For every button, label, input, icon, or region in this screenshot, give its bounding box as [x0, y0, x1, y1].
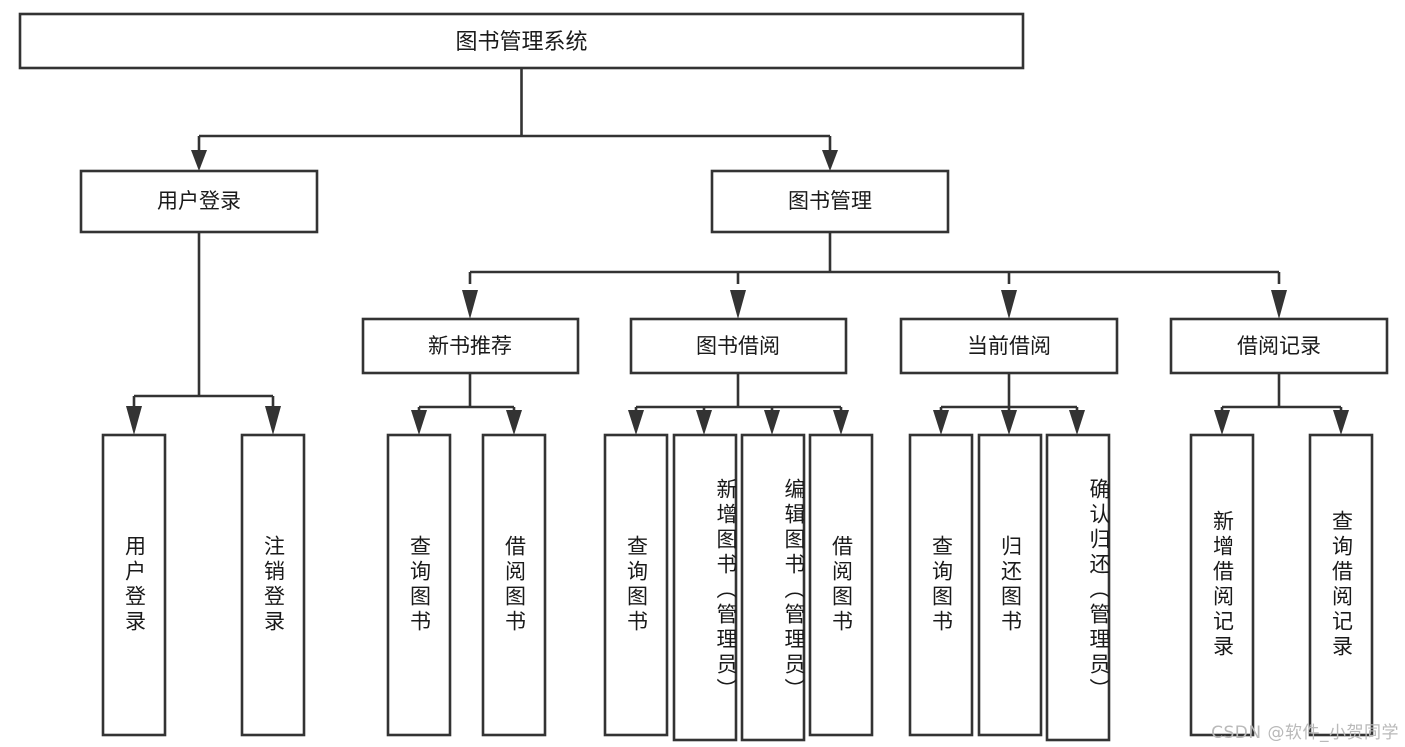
- node-book-manage[interactable]: 图书管理: [710, 169, 950, 234]
- node-leaf-query-book-1-box[interactable]: [386, 433, 452, 737]
- arrow-head-leaf-user-logout: [265, 406, 281, 435]
- node-leaf-add-book-box[interactable]: [672, 433, 738, 742]
- node-leaf-add-record-box[interactable]: [1189, 433, 1255, 737]
- node-leaf-confirm-return-box[interactable]: [1045, 433, 1111, 742]
- node-current-borrow-box[interactable]: [899, 317, 1119, 375]
- node-leaf-query-book-2-box[interactable]: [603, 433, 669, 737]
- node-leaf-borrow-book-1-box[interactable]: [481, 433, 547, 737]
- node-leaf-user-logout-label: 注销登录: [261, 535, 286, 635]
- node-leaf-borrow-book-1-label: 借阅图书: [502, 535, 527, 635]
- node-leaf-user-logout-box[interactable]: [240, 433, 306, 737]
- node-new-book-rec[interactable]: 新书推荐: [361, 317, 580, 375]
- node-leaf-return-book[interactable]: 归还图书: [977, 433, 1043, 737]
- node-book-borrow[interactable]: 图书借阅: [629, 317, 848, 375]
- node-current-borrow[interactable]: 当前借阅: [899, 317, 1119, 375]
- node-leaf-add-book-label: 新增图书（管理员）: [714, 478, 736, 703]
- node-leaf-borrow-book-2-box[interactable]: [808, 433, 874, 737]
- node-leaf-confirm-return-label: 确认归还（管理员）: [1087, 478, 1109, 703]
- node-book-borrow-box[interactable]: [629, 317, 848, 375]
- node-leaf-borrow-book-1[interactable]: 借阅图书: [481, 433, 547, 737]
- node-leaf-confirm-return[interactable]: 确认归还（管理员）: [1045, 433, 1111, 742]
- node-new-book-rec-box[interactable]: [361, 317, 580, 375]
- leaf-nodes-layer: 用户登录 注销登录 查询图书 借阅图书 查询图书: [101, 433, 1374, 742]
- connector-layer: [126, 68, 1349, 435]
- node-root-box[interactable]: [18, 12, 1025, 70]
- arrow-head-new-book-rec: [462, 290, 478, 319]
- node-leaf-return-book-box[interactable]: [977, 433, 1043, 737]
- node-leaf-query-book-2[interactable]: 查询图书: [603, 433, 669, 737]
- arrow-head-leaf-add-record: [1214, 410, 1230, 435]
- node-borrow-record-label: 借阅记录: [1237, 334, 1321, 358]
- node-new-book-rec-label: 新书推荐: [428, 334, 512, 358]
- node-borrow-record-box[interactable]: [1169, 317, 1389, 375]
- arrow-head-book-borrow: [730, 290, 746, 319]
- node-leaf-borrow-book-2-label: 借阅图书: [829, 535, 854, 635]
- node-leaf-edit-book-label: 编辑图书（管理员）: [782, 478, 804, 703]
- node-user-login-label: 用户登录: [157, 189, 241, 213]
- arrow-head-leaf-edit-book: [764, 410, 780, 435]
- node-user-login[interactable]: 用户登录: [79, 169, 319, 234]
- node-leaf-add-record-label: 新增借阅记录: [1210, 510, 1235, 660]
- node-root[interactable]: 图书管理系统: [18, 12, 1025, 70]
- node-current-borrow-label: 当前借阅: [967, 334, 1051, 358]
- arrow-head-leaf-query-book-1: [411, 410, 427, 435]
- node-leaf-user-login-label: 用户登录: [122, 535, 147, 635]
- node-leaf-query-book-1-label: 查询图书: [407, 535, 432, 635]
- node-leaf-borrow-book-2[interactable]: 借阅图书: [808, 433, 874, 737]
- arrow-head-leaf-borrow-book-1: [506, 410, 522, 435]
- arrow-head-leaf-confirm-return: [1069, 410, 1085, 435]
- node-leaf-query-book-3[interactable]: 查询图书: [908, 433, 974, 737]
- node-leaf-return-book-label: 归还图书: [998, 535, 1023, 635]
- node-leaf-user-login-box[interactable]: [101, 433, 167, 737]
- arrow-head-leaf-query-record: [1333, 410, 1349, 435]
- arrow-head-leaf-query-book-3: [933, 410, 949, 435]
- node-leaf-edit-book-box[interactable]: [740, 433, 806, 742]
- node-book-manage-label: 图书管理: [788, 189, 872, 213]
- node-leaf-query-record-box[interactable]: [1308, 433, 1374, 737]
- arrow-head-leaf-add-book: [696, 410, 712, 435]
- arrow-head-borrow-record: [1271, 290, 1287, 319]
- arrow-head-leaf-borrow-book-2: [833, 410, 849, 435]
- node-leaf-edit-book[interactable]: 编辑图书（管理员）: [740, 433, 806, 742]
- node-book-borrow-label: 图书借阅: [696, 334, 780, 358]
- node-borrow-record[interactable]: 借阅记录: [1169, 317, 1389, 375]
- node-leaf-user-login[interactable]: 用户登录: [101, 433, 167, 737]
- node-leaf-query-book-1[interactable]: 查询图书: [386, 433, 452, 737]
- arrow-head-current-borrow: [1001, 290, 1017, 319]
- node-leaf-add-record[interactable]: 新增借阅记录: [1189, 433, 1255, 737]
- arrow-head-leaf-user-login: [126, 406, 142, 435]
- node-leaf-query-book-2-label: 查询图书: [624, 535, 649, 635]
- arrow-head-leaf-query-book-2: [628, 410, 644, 435]
- node-leaf-query-record[interactable]: 查询借阅记录: [1308, 433, 1374, 737]
- node-leaf-user-logout[interactable]: 注销登录: [240, 433, 306, 737]
- node-leaf-query-book-3-box[interactable]: [908, 433, 974, 737]
- node-book-manage-box[interactable]: [710, 169, 950, 234]
- node-leaf-query-book-3-label: 查询图书: [929, 535, 954, 635]
- arrow-head-book-manage: [822, 150, 838, 171]
- node-leaf-query-record-label: 查询借阅记录: [1329, 510, 1354, 660]
- node-user-login-box[interactable]: [79, 169, 319, 234]
- arrow-head-user-login: [191, 150, 207, 171]
- node-leaf-add-book[interactable]: 新增图书（管理员）: [672, 433, 738, 742]
- arrow-head-leaf-return-book: [1001, 410, 1017, 435]
- node-root-label: 图书管理系统: [455, 30, 587, 55]
